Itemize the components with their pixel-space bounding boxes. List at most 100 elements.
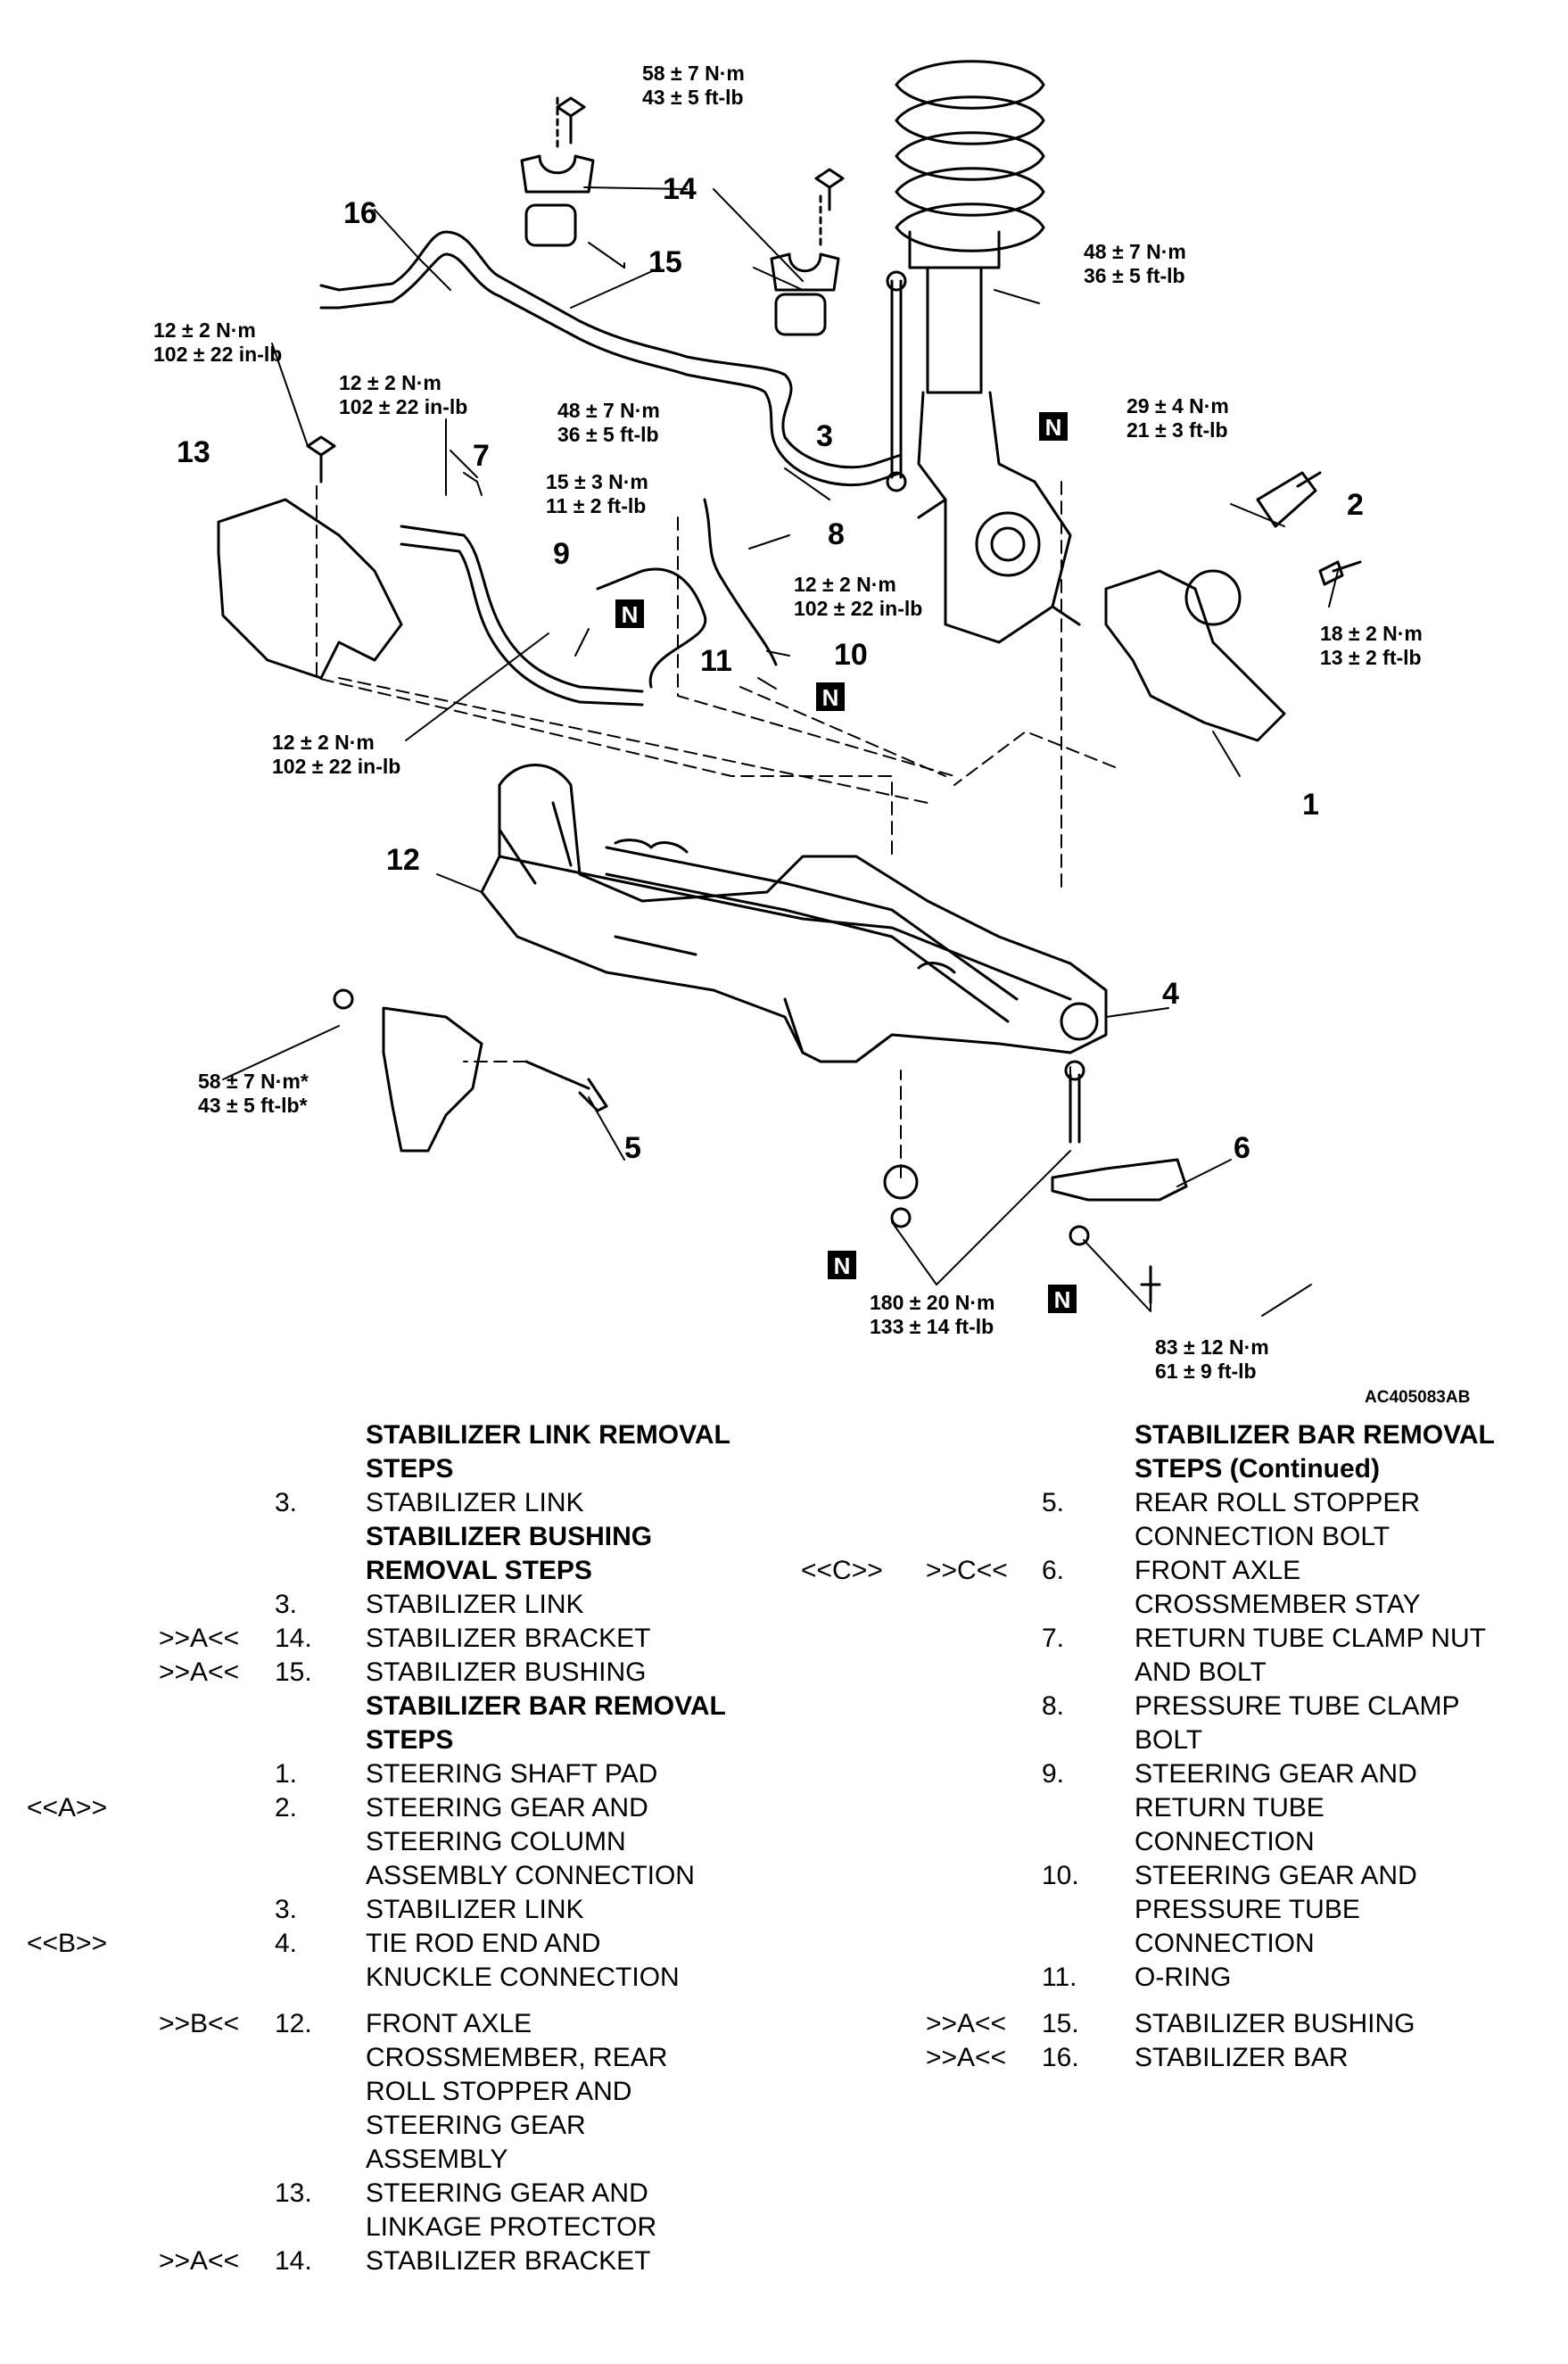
callout-numbers: 1 2 3 4 5 6 7 8 9 10 11 12 13 14 15 16 [177,172,1364,1165]
torque-strut-nm: 48 ± 7 N·m [1084,240,1186,263]
torque-top-ft: 43 ± 5 ft-lb [642,86,744,109]
step-reassembly-ref: >>A<< [926,2043,1007,2072]
pressure-return-tubes [400,498,778,707]
step-number: 10. [1042,1861,1079,1890]
step-text-line: STABILIZER LINK [366,1590,584,1619]
torque-knuckle-ft: 21 ± 3 ft-lb [1126,418,1228,442]
step-text-line: CROSSMEMBER, REAR [366,2043,668,2072]
torque-shaft-ft: 13 ± 2 ft-lb [1320,646,1422,669]
linkage-protector [217,498,403,680]
n-mark-return-tube: N [622,601,639,628]
roll-stopper-nut [333,988,354,1010]
step-text-line: CONNECTION BOLT [1135,1522,1391,1551]
step-text-line: STEERING GEAR AND [1135,1759,1417,1789]
heading-line: REMOVAL STEPS [366,1556,592,1585]
n-mark-crossmember-nut: N [834,1252,851,1279]
callout-15: 15 [648,245,682,279]
step-text-line: CROSSMEMBER STAY [1135,1590,1421,1619]
step-number: 5. [1042,1488,1065,1517]
callout-6: 6 [1234,1131,1250,1165]
step-text-line: STEERING GEAR AND [1135,1861,1417,1890]
step-row: 3.STABILIZER LINK [0,1893,767,1927]
stay-bolt-long [1069,1073,1081,1144]
torque-strut-ft: 36 ± 5 ft-lb [1084,264,1185,287]
torque-stay-nm: 83 ± 12 N·m [1155,1335,1269,1359]
step-text-line: LINKAGE PROTECTOR [366,2212,657,2242]
callout-13: 13 [177,435,210,469]
torque-tube-ft: 11 ± 2 ft-lb [546,494,646,517]
step-text-line: PRESSURE TUBE [1135,1895,1360,1924]
torque-crossmember-nm: 180 ± 20 N·m [870,1291,994,1314]
bolts [306,96,1362,586]
torque-bolt8-inlb: 102 ± 22 in-lb [794,597,922,620]
heading-line: STEPS [366,1454,454,1484]
step-text-line: STABILIZER BAR [1135,2043,1349,2072]
torque-link-ft: 36 ± 5 ft-lb [557,423,659,446]
step-number: 3. [275,1590,298,1619]
step-row: >>A<< 14. STABILIZER BRACKET [0,1622,767,1656]
step-disassembly-ref: <<C>> [801,1556,883,1585]
step-row: 1.STEERING SHAFT PAD [0,1757,767,1791]
step-number: 9. [1042,1759,1065,1789]
step-text-line: O-RING [1135,1963,1232,1992]
callout-3: 3 [816,419,833,453]
step-reassembly-ref: >>A<< [926,2009,1007,2038]
torque-specs: 58 ± 7 N·m 43 ± 5 ft-lb 48 ± 7 N·m 36 ± … [153,62,1423,1383]
callout-7: 7 [473,439,490,473]
step-text-line: STEERING COLUMN [366,1827,626,1856]
callout-5: 5 [624,1131,641,1165]
step-row: >>A<<15.STABILIZER BUSHING [0,1656,767,1690]
step-text-line: STEERING GEAR AND [366,2178,648,2208]
torque-tube-nm: 15 ± 3 N·m [546,470,648,493]
n-mark-stay-nut: N [1054,1286,1071,1313]
step-text-line: STABILIZER BUSHING [1135,2009,1415,2038]
n-marks: N N N N N [615,412,1077,1313]
roll-stopper-bolt [524,1060,608,1112]
stabilizer-link [886,270,907,492]
step-row: 3.STABILIZER LINK [0,1486,767,1520]
step-text-line: FRONT AXLE [1135,1556,1301,1585]
strut-and-knuckle [917,266,1081,644]
step-text-line: STEERING GEAR AND [366,1793,648,1823]
heading-line: STEPS (Continued) [1135,1454,1380,1484]
torque-stay-ft: 61 ± 9 ft-lb [1155,1360,1257,1383]
step-text-line: STABILIZER BUSHING [366,1657,647,1687]
shaft-pad-hole [1184,569,1242,626]
step-row: >>A<<16.STABILIZER BAR [785,2041,1568,2075]
steering-gear-rack [605,839,1099,1041]
heading-line: STABILIZER BAR REMOVAL [1135,1420,1495,1450]
step-text-line: STABILIZER LINK [366,1895,584,1924]
callout-16: 16 [343,196,377,230]
heading-line: STABILIZER BUSHING [366,1522,653,1551]
callout-12: 12 [386,843,420,877]
step-text-line: STABILIZER BRACKET [366,1624,651,1653]
torque-clamp-lower-nm: 12 ± 2 N·m [272,731,375,754]
step-text-line: CONNECTION [1135,1827,1315,1856]
callout-8: 8 [828,517,845,551]
torque-link-nm: 48 ± 7 N·m [557,399,660,422]
step-reassembly-ref: >>B<< [159,2009,240,2038]
step-text-line: ROLL STOPPER AND [366,2077,632,2106]
step-number: 14. [275,1624,312,1653]
torque-knuckle-nm: 29 ± 4 N·m [1126,394,1229,417]
step-reassembly-ref: >>A<< [159,1624,240,1653]
torque-clamp-lower-inlb: 102 ± 22 in-lb [272,755,400,778]
leader-lines [222,186,1339,1317]
step-number: 6. [1042,1556,1065,1585]
step-row: 11.O-RING [785,1961,1568,1995]
steps-heading: STABILIZER BAR REMOVAL STEPS (Continued) [785,1418,1568,1486]
step-number: 4. [275,1929,298,1958]
step-text-line: FRONT AXLE [366,2009,532,2038]
callout-1: 1 [1302,788,1319,822]
bushings-brackets [520,96,840,336]
step-text-line: KNUCKLE CONNECTION [366,1963,680,1992]
dashed-guides [316,481,1116,1178]
exploded-view-diagram: N N N N N 1 2 3 4 5 6 7 8 9 10 11 12 13 … [153,60,1470,1407]
